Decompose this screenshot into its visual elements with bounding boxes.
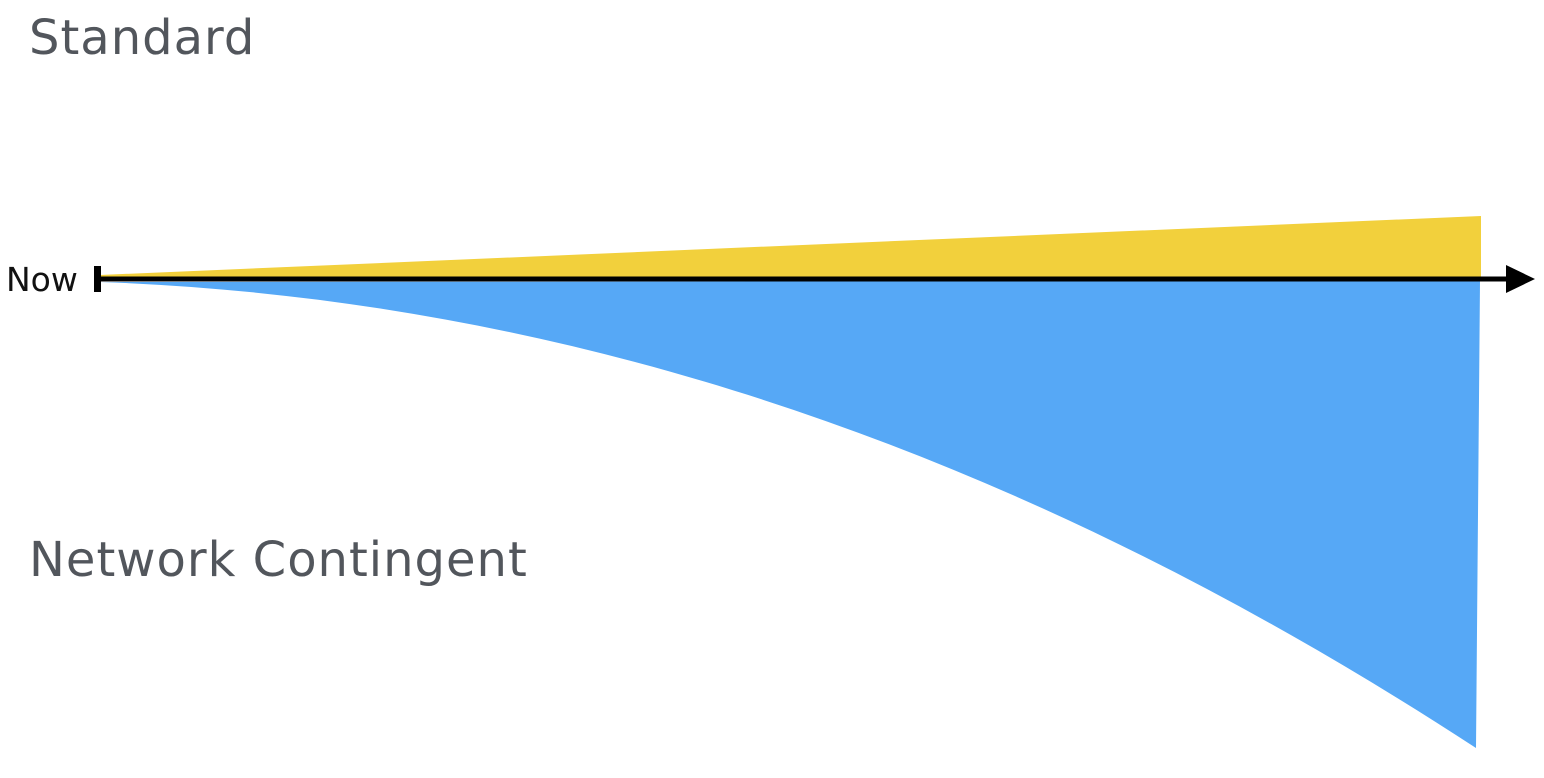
arrow-right-icon <box>1506 265 1535 293</box>
standard-label: Standard <box>29 10 256 66</box>
standard-area <box>100 216 1481 279</box>
now-label: Now <box>6 260 78 299</box>
tick-marker-icon <box>94 266 101 292</box>
network-contingent-label: Network Contingent <box>29 532 528 588</box>
network-contingent-area <box>100 281 1480 748</box>
